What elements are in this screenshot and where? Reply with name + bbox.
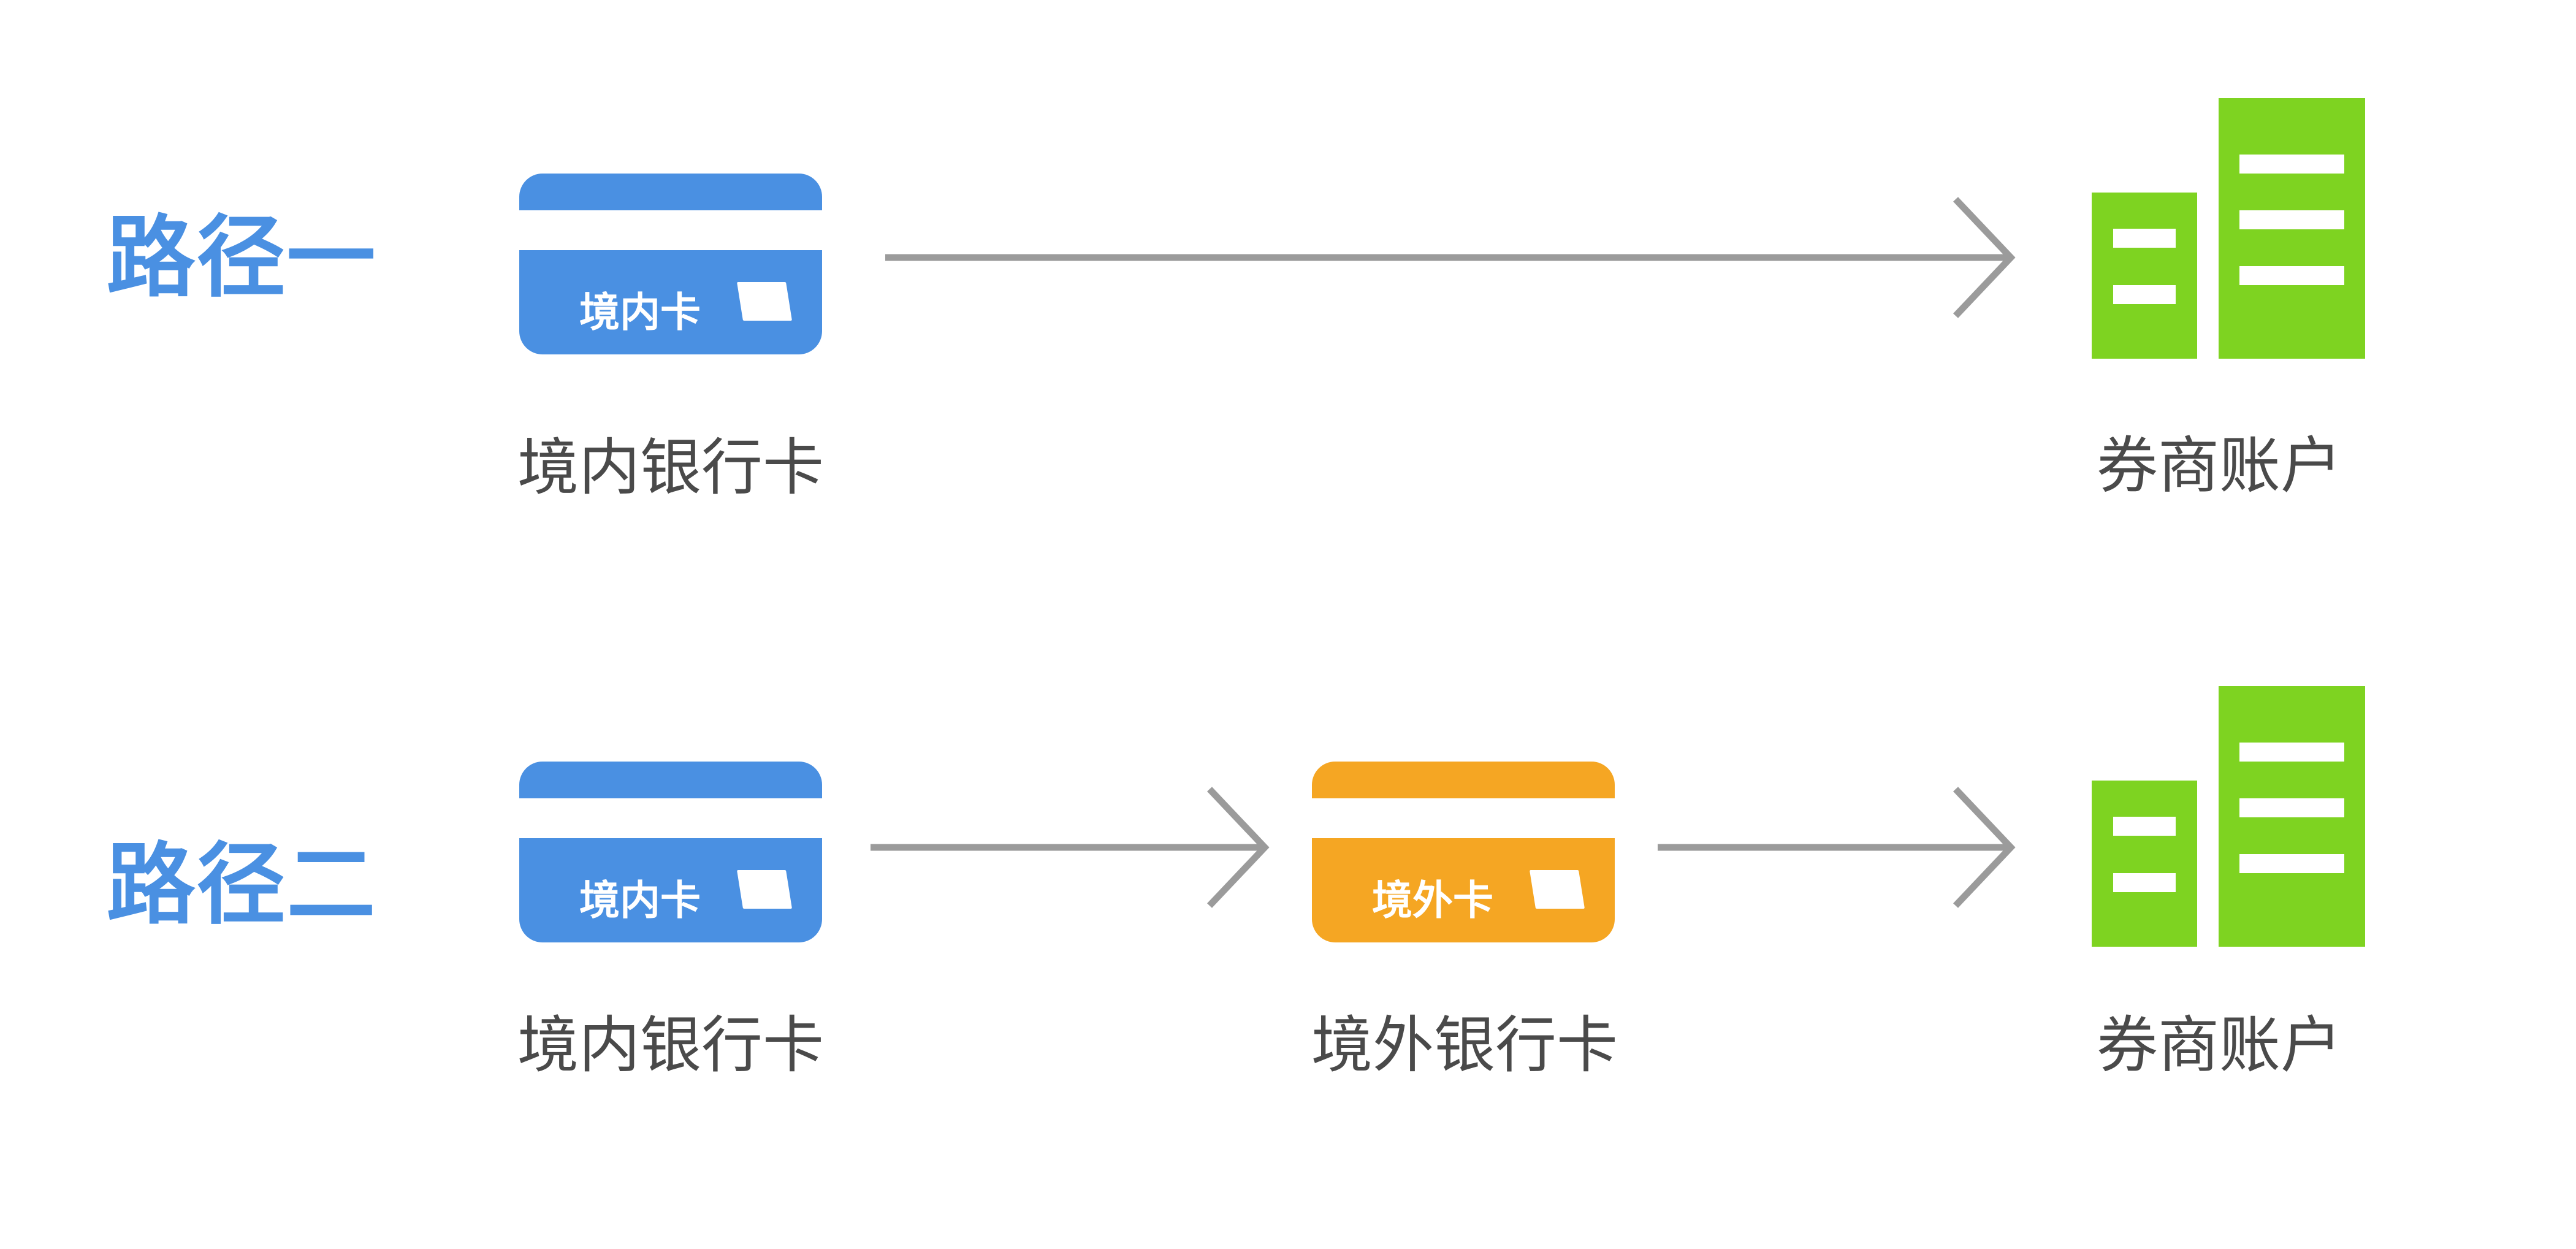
card-top-bar: [519, 762, 822, 798]
building-window: [2239, 210, 2344, 229]
domestic-card-caption: 境内银行卡: [517, 434, 824, 502]
building-window: [2113, 285, 2176, 304]
path-one-label: 路径一: [106, 208, 377, 307]
card-chip-icon: [737, 870, 792, 909]
building-tall: [2219, 686, 2365, 947]
building-window: [2239, 266, 2344, 285]
broker-caption: 券商账户: [2097, 432, 2342, 500]
building-window: [2239, 155, 2344, 174]
building-window: [2239, 854, 2344, 873]
building-window: [2239, 798, 2344, 817]
arrow-right-icon: [871, 787, 1270, 908]
building-window: [2113, 873, 2176, 892]
overseas-card-caption: 境外银行卡: [1311, 1011, 1618, 1080]
card-chip-icon: [1530, 870, 1585, 909]
card-top-bar: [519, 174, 822, 210]
card-name-label: 境内卡: [579, 877, 701, 923]
building-small: [2092, 781, 2197, 947]
card-name-label: 境外卡: [1372, 877, 1493, 923]
domestic-bank-card-icon: 境内卡: [519, 762, 822, 942]
overseas-bank-card-icon: 境外卡: [1312, 762, 1615, 942]
card-name-label: 境内卡: [579, 289, 701, 335]
broker-building-icon: [2092, 686, 2368, 947]
building-tall: [2219, 98, 2365, 359]
arrow-right-icon: [1658, 787, 2016, 908]
path-two-label: 路径二: [106, 835, 377, 934]
card-body: 境内卡: [519, 838, 822, 942]
building-small: [2092, 193, 2197, 359]
card-body: 境内卡: [519, 250, 822, 354]
card-chip-icon: [737, 282, 792, 321]
domestic-bank-card-icon: 境内卡: [519, 174, 822, 354]
building-window: [2239, 743, 2344, 762]
building-window: [2113, 229, 2176, 248]
card-top-bar: [1312, 762, 1615, 798]
arrow-right-icon: [885, 197, 2016, 318]
broker-building-icon: [2092, 98, 2368, 359]
broker-caption: 券商账户: [2097, 1011, 2342, 1080]
building-window: [2113, 817, 2176, 836]
domestic-card-caption: 境内银行卡: [517, 1011, 824, 1080]
card-body: 境外卡: [1312, 838, 1615, 942]
